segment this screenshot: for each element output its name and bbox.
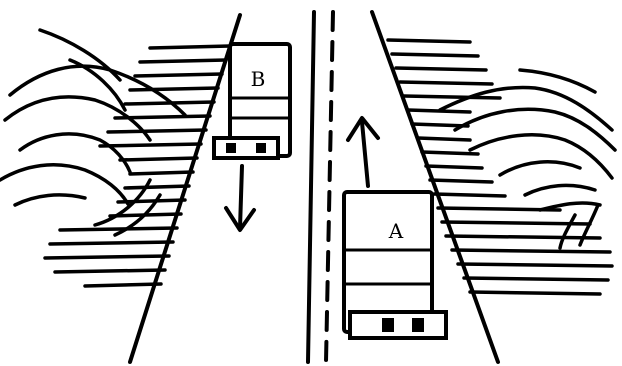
vehicle-b: B bbox=[212, 42, 292, 160]
down-arrow-icon bbox=[224, 164, 256, 232]
up-arrow-icon bbox=[346, 116, 380, 188]
vehicle-b-label: B bbox=[251, 67, 266, 91]
road-edges bbox=[128, 10, 500, 364]
left-terrain bbox=[0, 28, 232, 288]
center-line bbox=[306, 10, 316, 364]
left-road-edge bbox=[128, 13, 242, 364]
center-dashed-line bbox=[324, 10, 335, 364]
vehicle-a: A bbox=[342, 190, 448, 340]
right-terrain bbox=[386, 38, 617, 296]
right-road-edge bbox=[370, 10, 500, 364]
vehicle-a-label: A bbox=[388, 219, 404, 243]
